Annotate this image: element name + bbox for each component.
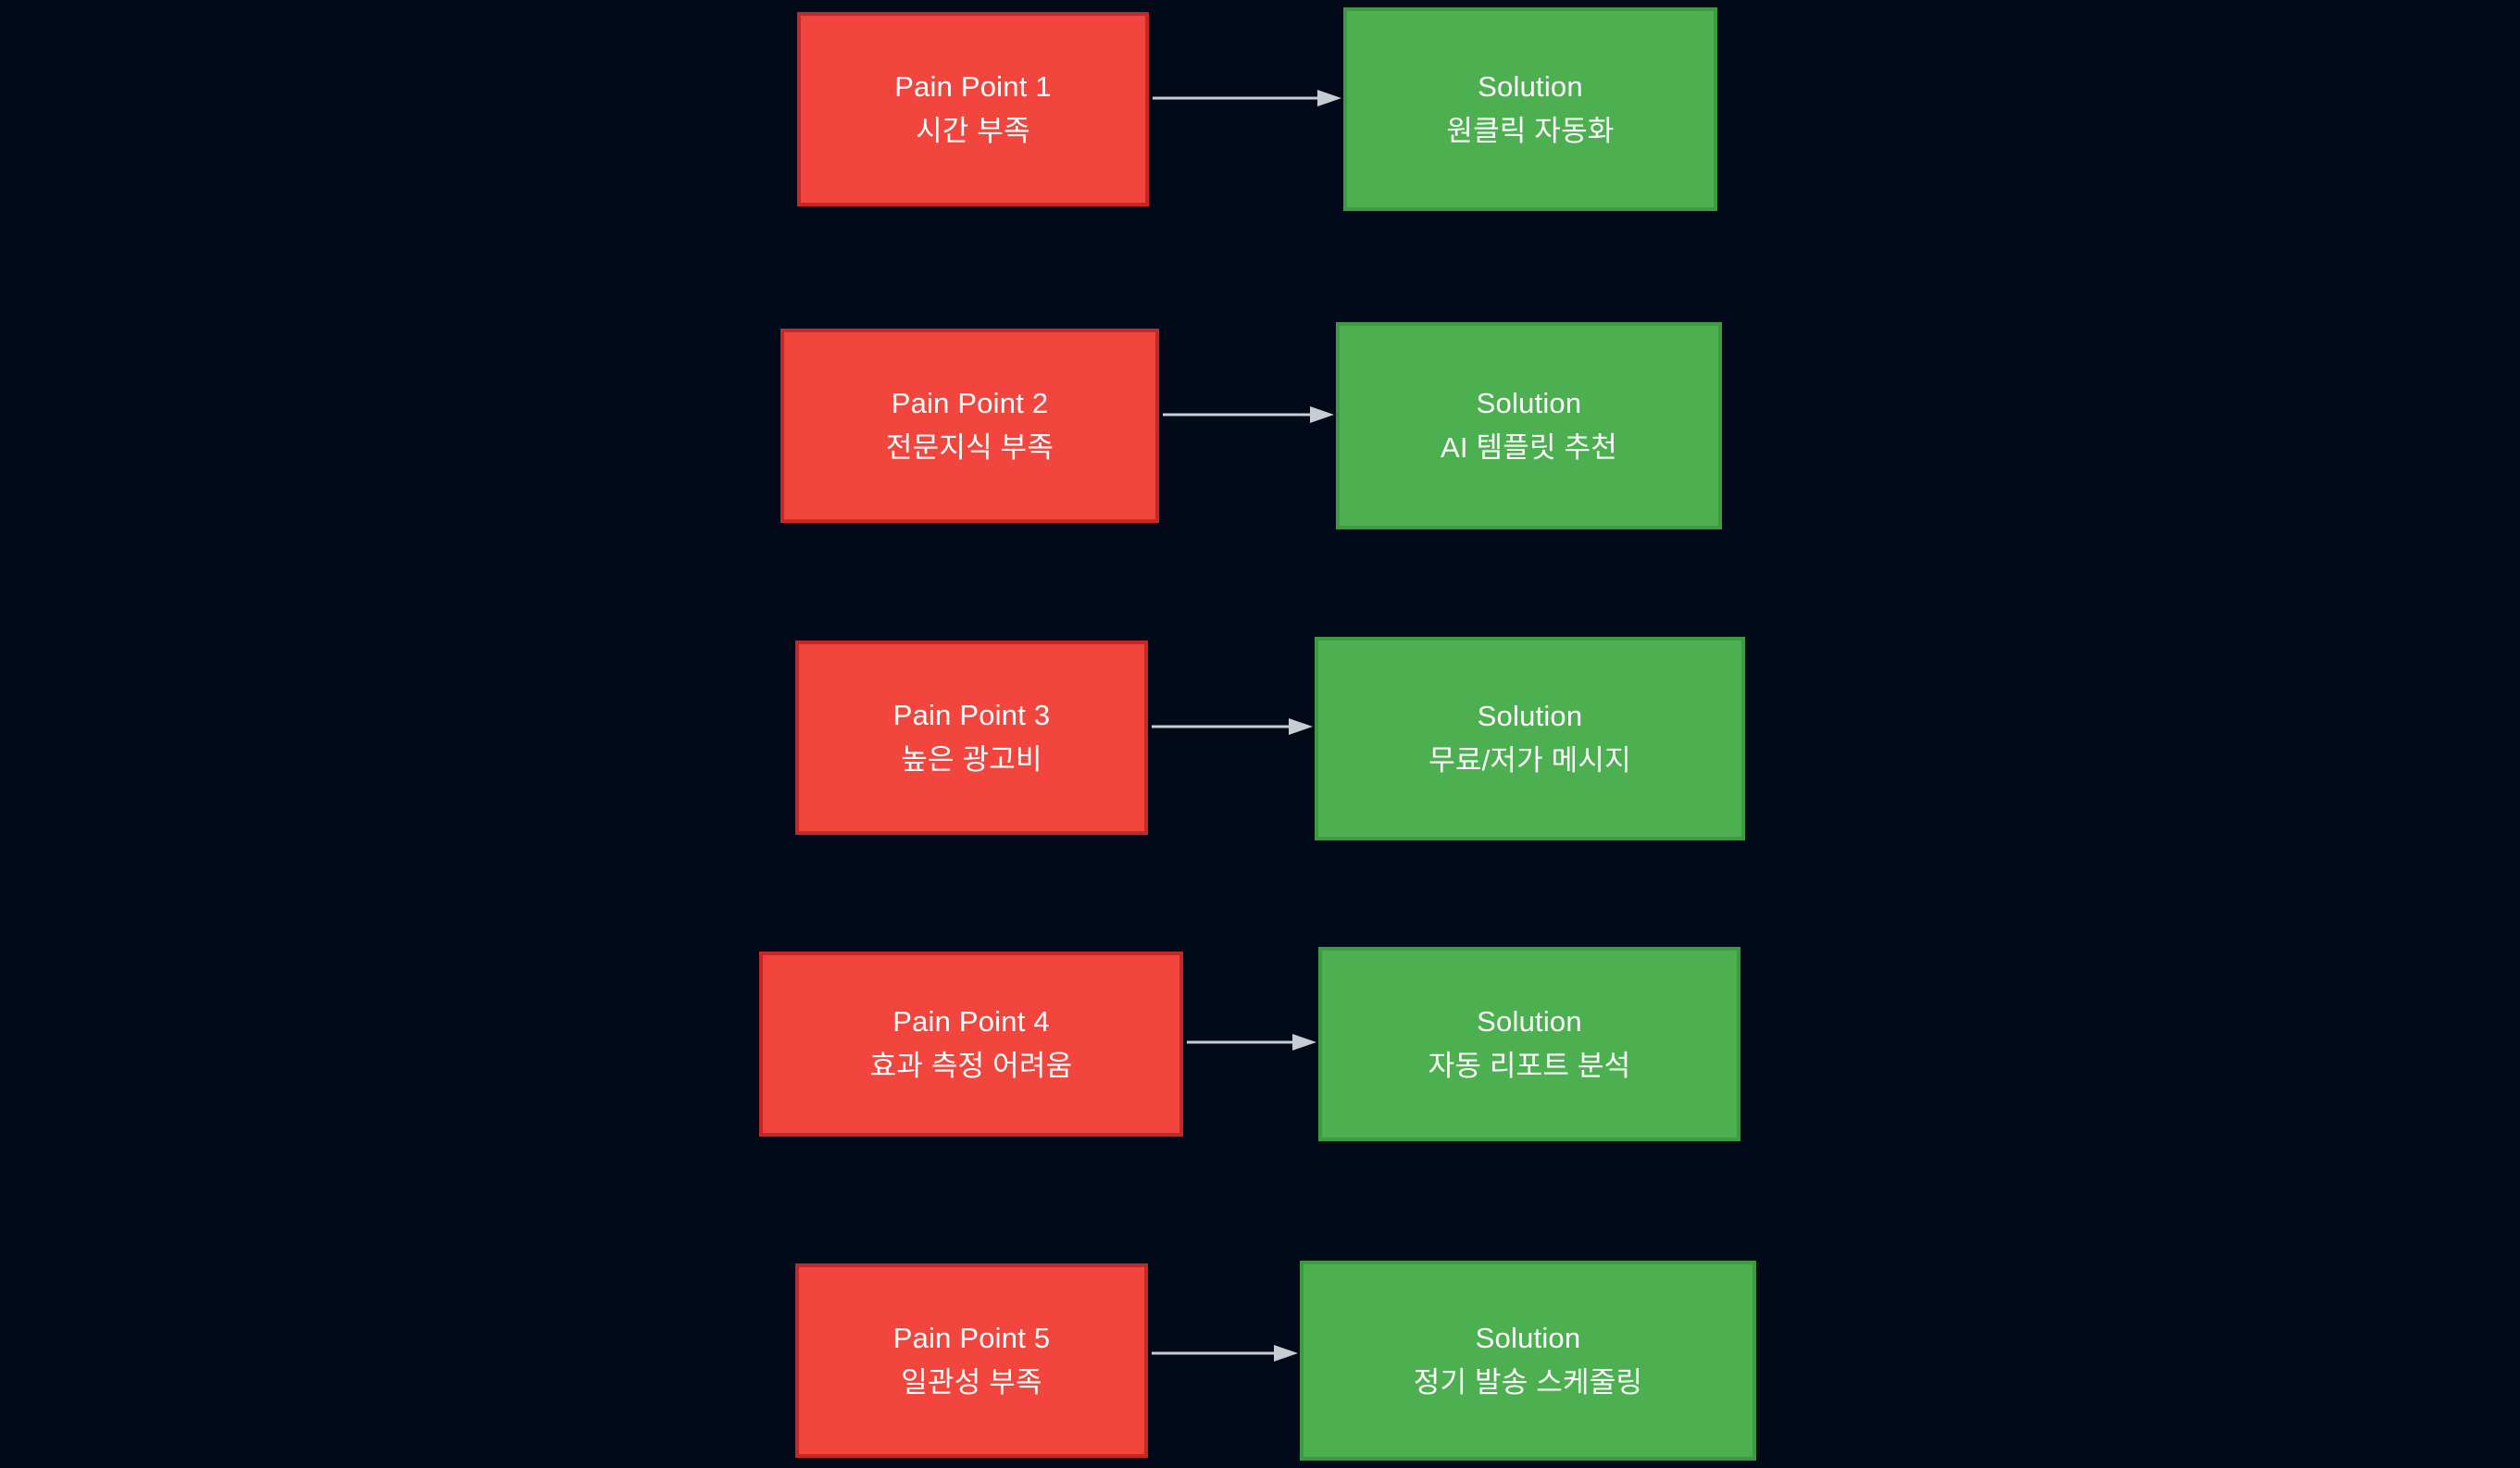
pain-point-node-4[interactable]: Pain Point 4 효과 측정 어려움 bbox=[759, 952, 1183, 1137]
pain-point-detail-1: 시간 부족 bbox=[916, 114, 1030, 147]
solution-detail-1: 원클릭 자동화 bbox=[1446, 114, 1615, 147]
pain-point-title-1: Pain Point 1 bbox=[894, 70, 1052, 104]
solution-detail-4: 자동 리포트 분석 bbox=[1428, 1049, 1631, 1082]
flow-arrow-5 bbox=[1152, 1342, 1298, 1364]
flow-arrow-1 bbox=[1153, 87, 1341, 109]
pain-point-detail-3: 높은 광고비 bbox=[901, 742, 1042, 776]
pain-point-detail-4: 효과 측정 어려움 bbox=[869, 1049, 1073, 1082]
solution-node-3[interactable]: Solution 무료/저가 메시지 bbox=[1315, 637, 1745, 840]
pain-point-node-3[interactable]: Pain Point 3 높은 광고비 bbox=[795, 641, 1148, 835]
flow-arrow-4 bbox=[1187, 1031, 1316, 1053]
pain-point-detail-5: 일관성 부족 bbox=[901, 1365, 1042, 1399]
solution-node-2[interactable]: Solution AI 템플릿 추천 bbox=[1336, 322, 1722, 529]
solution-detail-2: AI 템플릿 추천 bbox=[1441, 430, 1617, 464]
flow-arrow-2 bbox=[1163, 404, 1334, 426]
solution-detail-5: 정기 발송 스케줄링 bbox=[1413, 1365, 1643, 1399]
pain-point-node-5[interactable]: Pain Point 5 일관성 부족 bbox=[795, 1263, 1148, 1458]
solution-title-4: Solution bbox=[1477, 1005, 1582, 1039]
pain-point-detail-2: 전문지식 부족 bbox=[885, 430, 1054, 464]
pain-point-title-5: Pain Point 5 bbox=[892, 1322, 1051, 1355]
pain-point-node-1[interactable]: Pain Point 1 시간 부족 bbox=[797, 12, 1149, 206]
solution-node-4[interactable]: Solution 자동 리포트 분석 bbox=[1318, 947, 1740, 1141]
solution-title-5: Solution bbox=[1475, 1322, 1581, 1355]
solution-title-1: Solution bbox=[1478, 70, 1583, 104]
solution-title-3: Solution bbox=[1477, 700, 1583, 733]
pain-point-title-4: Pain Point 4 bbox=[892, 1005, 1050, 1039]
pain-point-title-3: Pain Point 3 bbox=[892, 699, 1051, 732]
solution-node-1[interactable]: Solution 원클릭 자동화 bbox=[1343, 7, 1717, 211]
pain-point-title-2: Pain Point 2 bbox=[891, 387, 1049, 420]
flow-arrow-3 bbox=[1152, 715, 1313, 738]
solution-node-5[interactable]: Solution 정기 발송 스케줄링 bbox=[1300, 1261, 1756, 1461]
solution-title-2: Solution bbox=[1476, 387, 1582, 420]
solution-detail-3: 무료/저가 메시지 bbox=[1428, 743, 1631, 777]
pain-point-node-2[interactable]: Pain Point 2 전문지식 부족 bbox=[780, 329, 1159, 523]
